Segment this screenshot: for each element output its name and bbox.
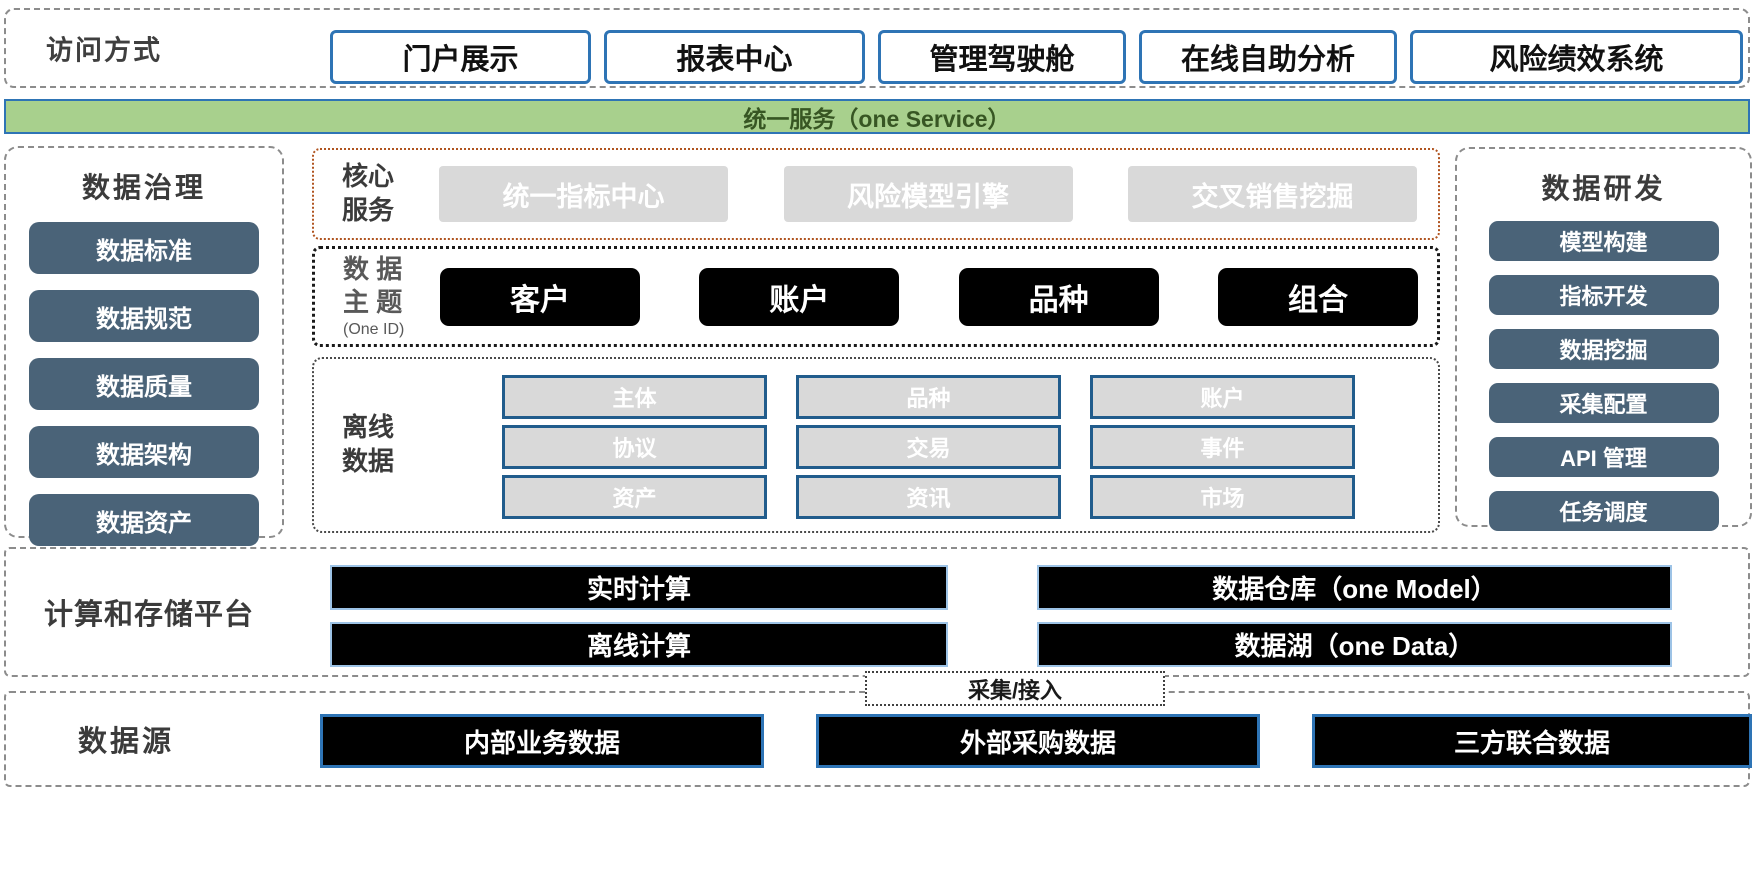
development-pill-task-scheduling: 任务调度 xyxy=(1488,491,1719,531)
subject-box-portfolio: 组合 xyxy=(1217,267,1418,326)
subject-box-product: 品种 xyxy=(958,267,1159,326)
access-button-portal: 门户展示 xyxy=(330,30,591,84)
access-button-risk-performance: 风险绩效系统 xyxy=(1410,30,1743,84)
core-services-boxes: 统一指标中心 风险模型引擎 交叉销售挖掘 xyxy=(439,150,1417,238)
core-service-box-indicator-center: 统一指标中心 xyxy=(439,166,728,222)
governance-pill-standard: 数据标准 xyxy=(29,222,259,274)
access-button-cockpit: 管理驾驶舱 xyxy=(878,30,1126,84)
data-subjects-section: 数 据 主 题 (One ID) 客户 账户 品种 组合 xyxy=(312,246,1440,347)
offline-cell-news: 资讯 xyxy=(796,475,1061,519)
offline-data-label: 离线 数据 xyxy=(342,412,395,476)
compute-box-data-lake: 数据湖（one Data） xyxy=(1037,622,1672,667)
offline-cell-market: 市场 xyxy=(1090,475,1355,519)
access-methods-section: 访问方式 门户展示 报表中心 管理驾驶舱 在线自助分析 风险绩效系统 xyxy=(4,8,1750,88)
unified-service-bar: 统一服务（one Service） xyxy=(4,99,1750,134)
development-pill-data-mining: 数据挖掘 xyxy=(1488,329,1719,369)
compute-box-realtime: 实时计算 xyxy=(330,565,948,610)
data-governance-title: 数据治理 xyxy=(81,172,206,203)
data-sources-section: 数据源 内部业务数据 外部采购数据 三方联合数据 xyxy=(4,691,1752,787)
governance-pill-specification: 数据规范 xyxy=(29,290,259,342)
offline-data-section: 离线 数据 主体 品种 账户 协议 交易 事件 资产 资讯 市场 xyxy=(312,357,1440,533)
ingestion-connector: 采集/接入 xyxy=(865,671,1165,706)
development-pill-api-management: API 管理 xyxy=(1488,437,1719,477)
compute-storage-label: 计算和存储平台 xyxy=(44,599,255,631)
compute-storage-section: 计算和存储平台 实时计算 数据仓库（one Model） 离线计算 数据湖（on… xyxy=(4,547,1750,677)
subject-box-customer: 客户 xyxy=(440,267,640,326)
data-sources-label: 数据源 xyxy=(78,726,175,758)
data-development-section: 数据研发 模型构建 指标开发 数据挖掘 采集配置 API 管理 任务调度 xyxy=(1455,147,1752,531)
development-pill-model-building: 模型构建 xyxy=(1488,221,1719,261)
core-service-box-cross-sell-mining: 交叉销售挖掘 xyxy=(1128,166,1417,222)
data-development-title: 数据研发 xyxy=(1541,173,1666,204)
development-pill-indicator-dev: 指标开发 xyxy=(1488,275,1719,315)
access-button-self-analysis: 在线自助分析 xyxy=(1139,30,1397,84)
offline-cell-transaction: 交易 xyxy=(796,425,1061,469)
development-pill-collection-config: 采集配置 xyxy=(1488,383,1719,423)
subject-box-account: 账户 xyxy=(699,267,900,326)
access-button-report-center: 报表中心 xyxy=(604,30,865,84)
compute-box-data-warehouse: 数据仓库（one Model） xyxy=(1037,565,1672,610)
offline-cell-product: 品种 xyxy=(796,375,1061,419)
offline-cell-entity: 主体 xyxy=(502,375,767,419)
offline-cell-account: 账户 xyxy=(1090,375,1355,419)
data-governance-section: 数据治理 数据标准 数据规范 数据质量 数据架构 数据资产 xyxy=(4,146,284,546)
compute-box-offline: 离线计算 xyxy=(330,622,948,667)
core-service-box-risk-model-engine: 风险模型引擎 xyxy=(783,166,1073,222)
governance-pill-architecture: 数据架构 xyxy=(29,426,259,478)
core-services-label: 核心 服务 xyxy=(342,161,395,225)
offline-cell-asset: 资产 xyxy=(502,475,767,519)
offline-cell-event: 事件 xyxy=(1090,425,1355,469)
data-subjects-boxes: 客户 账户 品种 组合 xyxy=(440,249,1418,344)
data-subjects-sub-label: (One ID) xyxy=(343,320,405,338)
offline-cell-agreement: 协议 xyxy=(502,425,767,469)
governance-pill-assets: 数据资产 xyxy=(29,494,259,546)
governance-pill-quality: 数据质量 xyxy=(29,358,259,410)
access-methods-label: 访问方式 xyxy=(46,35,162,66)
core-services-section: 核心 服务 统一指标中心 风险模型引擎 交叉销售挖掘 xyxy=(312,148,1440,240)
data-subjects-label: 数 据 主 题 (One ID) xyxy=(343,252,404,340)
source-box-third-party-joint: 三方联合数据 xyxy=(1312,714,1752,768)
offline-data-grid: 主体 品种 账户 协议 交易 事件 资产 资讯 市场 xyxy=(502,375,1355,519)
source-box-external-purchased: 外部采购数据 xyxy=(816,714,1260,768)
source-box-internal-business: 内部业务数据 xyxy=(320,714,764,768)
